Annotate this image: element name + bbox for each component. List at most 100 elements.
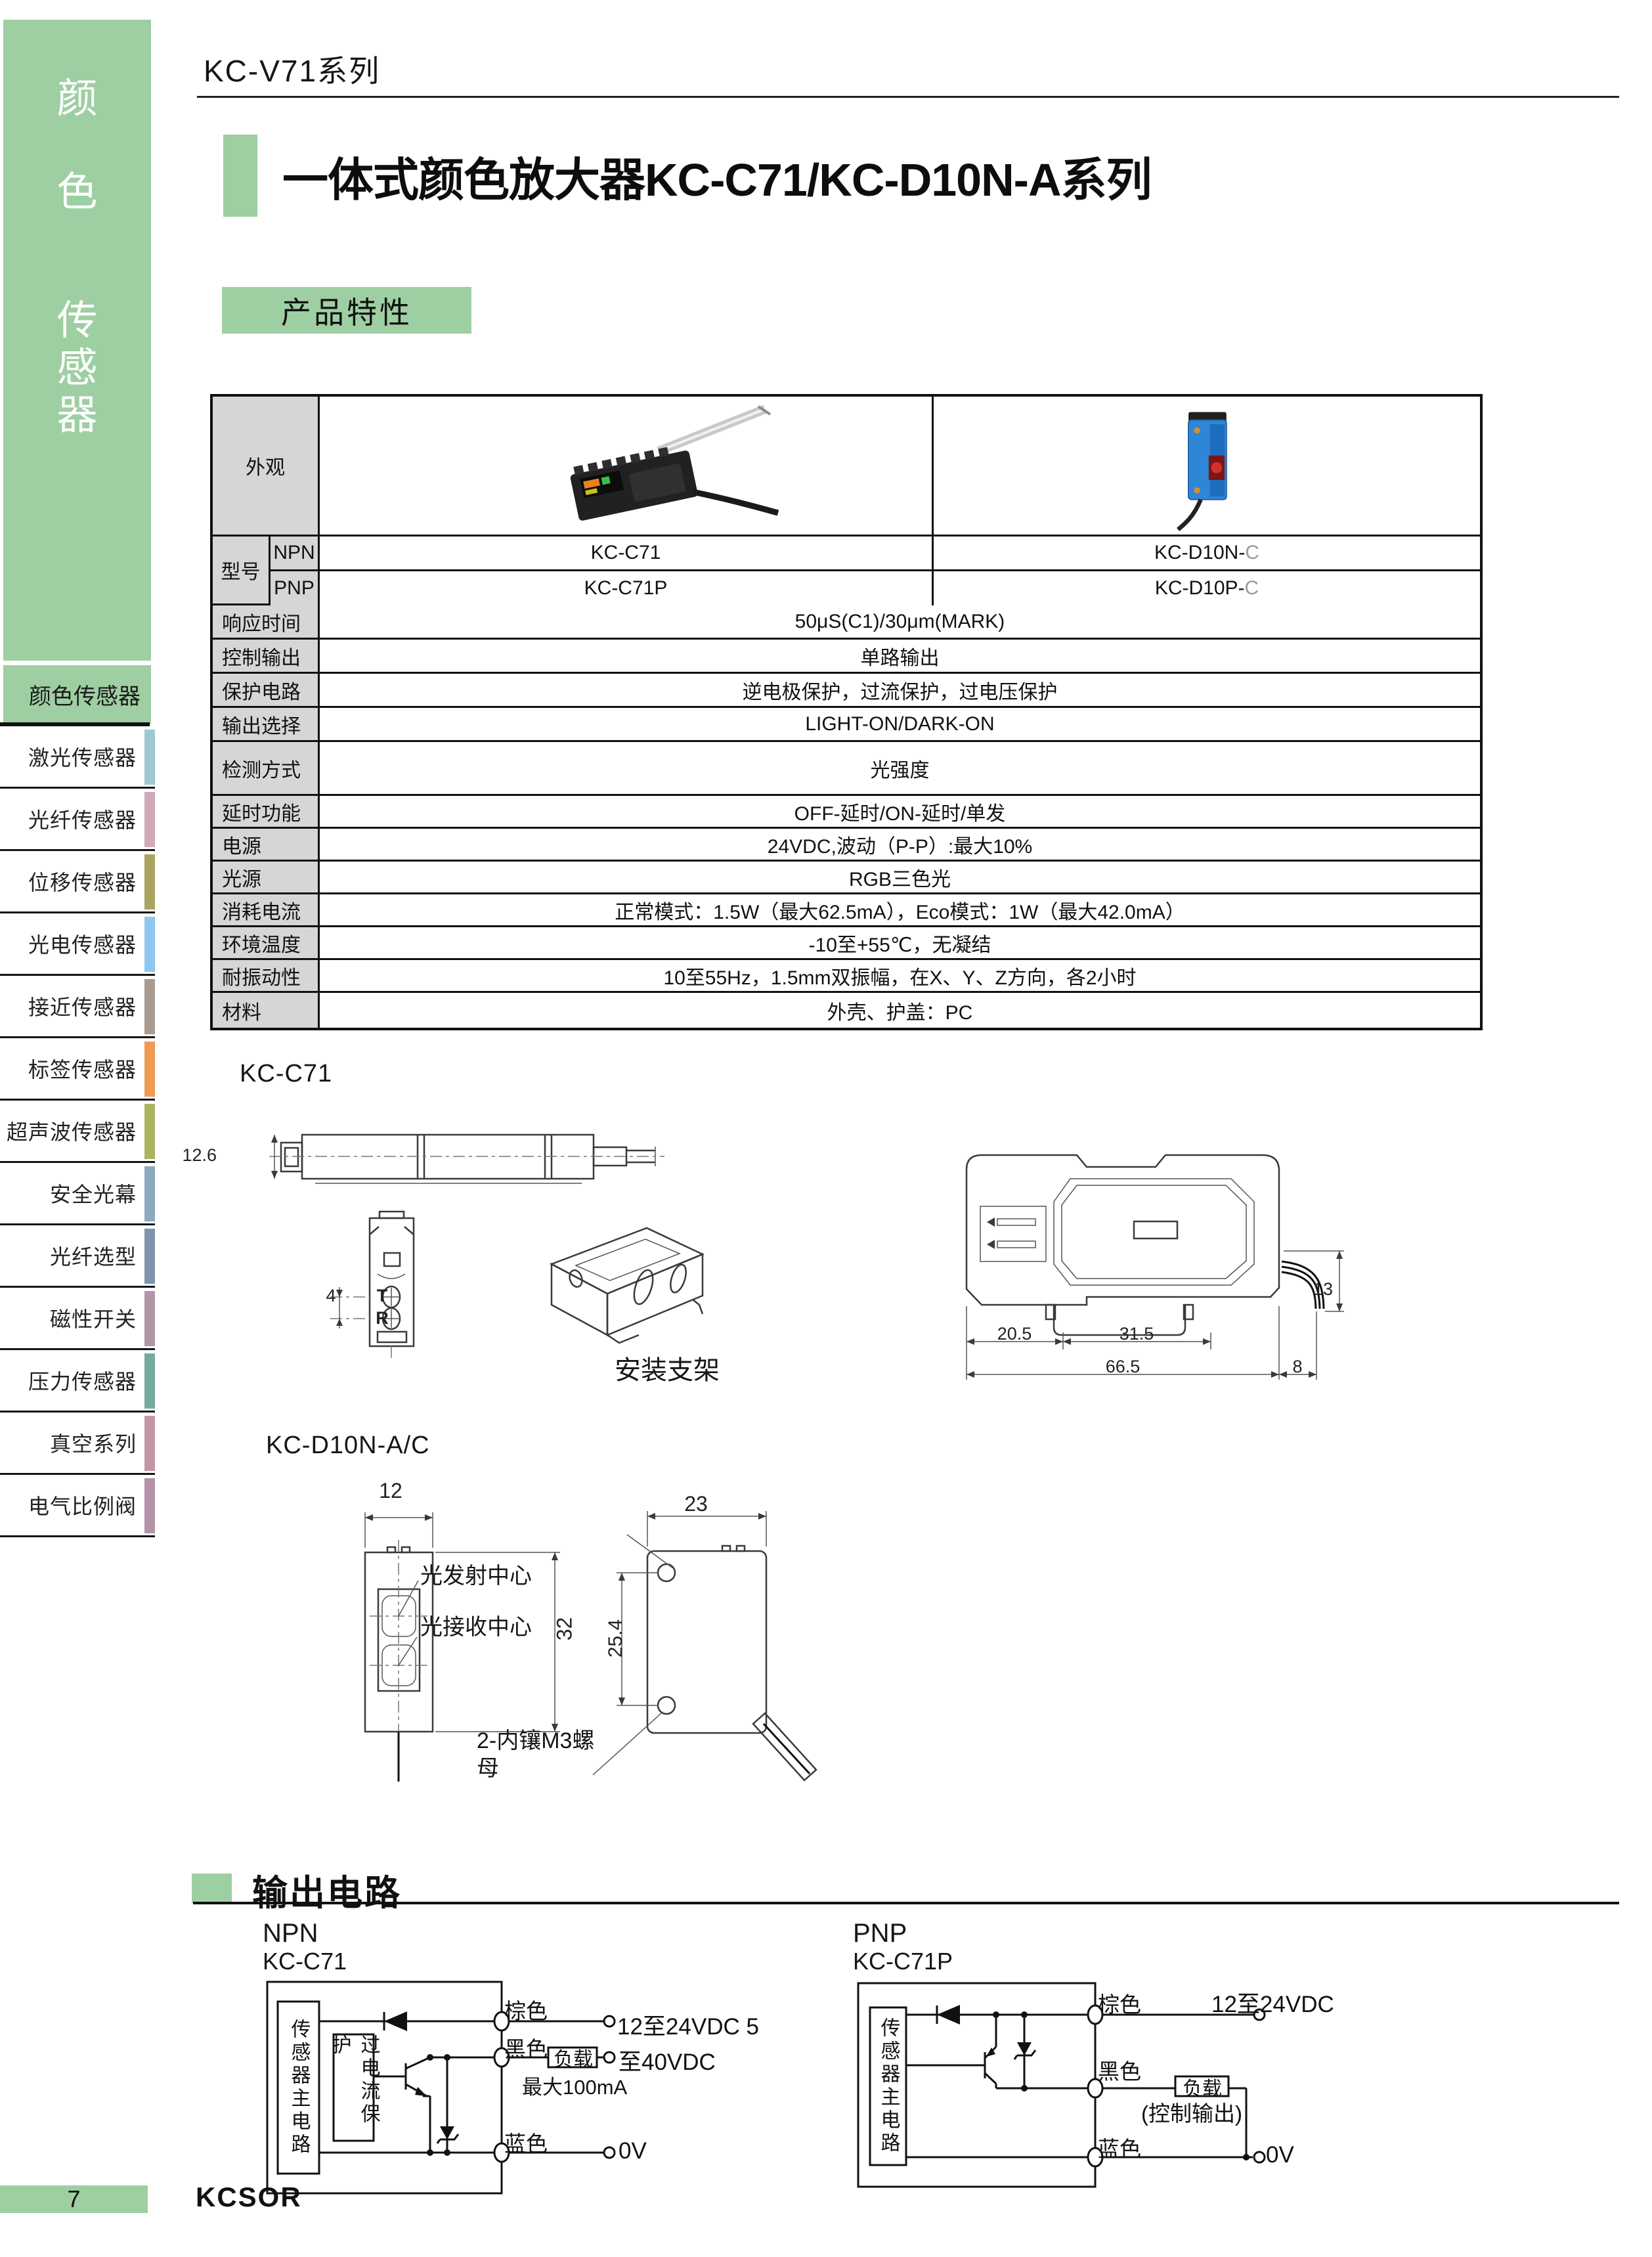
sidebar-item-color-tab	[144, 730, 155, 785]
spec-value: 50μS(C1)/30μm(MARK)	[320, 605, 1480, 640]
spec-label: 延时功能	[213, 796, 320, 829]
product-photo-kc-d10-cell	[934, 397, 1480, 537]
sidebar-item[interactable]: 磁性开关	[0, 1288, 155, 1350]
npn-load-supply-label: 至40VDC	[619, 2049, 716, 2075]
npn-max-current-label: 最大100mA	[522, 2076, 628, 2099]
spec-label: 光源	[213, 862, 320, 894]
spec-value: 24VDC,波动（P-P）:最大10%	[320, 829, 1480, 862]
spec-value: 外壳、护盖：PC	[320, 993, 1480, 1028]
sidebar-item-color-tab	[144, 979, 155, 1034]
npn-brown-wire-label: 棕色	[504, 1999, 548, 2023]
sidebar-item[interactable]: 标签传感器	[0, 1038, 155, 1101]
section-product-features: 产品特性	[222, 287, 471, 334]
dim-31-5: 31.5	[1119, 1324, 1154, 1344]
table-row: 延时功能 OFF-延时/ON-延时/单发	[213, 796, 1480, 829]
spec-value: 光强度	[320, 742, 1480, 796]
model-suffix: C	[1245, 542, 1260, 563]
sidebar-item[interactable]: 光电传感器	[0, 913, 155, 976]
spec-value: 逆电极保护，过流保护，过电压保护	[320, 674, 1480, 708]
pnp-load-label: 负载	[1183, 2078, 1222, 2100]
dim-66-5: 66.5	[1105, 1357, 1141, 1376]
sidebar-item-color-tab	[144, 854, 155, 909]
pnp-black-wire-label: 黑色	[1098, 2059, 1141, 2084]
sidebar-vertical-char: 颜	[56, 76, 98, 121]
sidebar-vertical-char: 感	[56, 345, 98, 391]
table-row: 消耗电流 正常模式：1.5W（最大62.5mA），Eco模式：1W（最大42.0…	[213, 894, 1480, 927]
drawing-title-kc-c71: KC-C71	[240, 1060, 333, 1087]
model-kc-c71p: KC-C71P	[320, 571, 934, 605]
pnp-label: PNP	[271, 571, 320, 605]
sidebar-item-color-tab	[144, 1291, 155, 1346]
kc-c71-product-image	[570, 405, 779, 521]
nut-note: 2-内镶M3螺母	[477, 1728, 595, 1781]
sidebar-item-color-tab	[144, 1478, 155, 1533]
spec-label: 耐振动性	[213, 960, 320, 993]
table-row: 耐振动性 10至55Hz，1.5mm双振幅，在X、Y、Z方向，各2小时	[213, 960, 1480, 993]
sidebar-nav: 激光传感器 光纤传感器 位移传感器 光电传感器 接近传感器 标签传感器 超声波传…	[0, 726, 155, 1537]
npn-ocp-box-label: 过电流保护	[328, 2034, 380, 2126]
table-row: 响应时间 50μS(C1)/30μm(MARK)	[213, 605, 1480, 640]
drawing-title-kc-d10n: KC-D10N-A/C	[266, 1432, 430, 1459]
dim-8: 8	[1292, 1357, 1303, 1376]
dim-25-4: 25.4	[605, 1619, 626, 1658]
table-row: 输出选择 LIGHT-ON/DARK-ON	[213, 708, 1480, 742]
dim-4: 4	[326, 1286, 336, 1305]
pnp-brown-wire-label: 棕色	[1098, 1992, 1141, 2017]
model-kc-d10n: KC-D10N-C	[934, 537, 1480, 571]
table-row: 材料 外壳、护盖：PC	[213, 993, 1480, 1028]
sidebar-item[interactable]: 电气比例阀	[0, 1475, 155, 1537]
sidebar-item-color-tab	[144, 1166, 155, 1221]
npn-supply-label: 12至24VDC 5	[617, 2014, 759, 2040]
sidebar-item-color-tab	[144, 1229, 155, 1284]
pnp-model-label: KC-C71P	[853, 1948, 953, 1975]
kc-c71-front-view-drawing	[330, 1210, 415, 1361]
bracket-label: 安装支架	[615, 1356, 720, 1385]
pnp-gnd-label: 0V	[1266, 2142, 1294, 2168]
sidebar-item[interactable]: 位移传感器	[0, 851, 155, 913]
sidebar-item-label: 标签传感器	[28, 1058, 137, 1082]
sidebar-item[interactable]: 真空系列	[0, 1413, 155, 1475]
sidebar-item[interactable]: 安全光幕	[0, 1163, 155, 1225]
series-heading: KC-V71系列	[204, 54, 381, 88]
dim-12-6: 12.6	[182, 1145, 217, 1165]
sidebar-item-label: 光纤选型	[49, 1245, 137, 1269]
spec-label: 电源	[213, 829, 320, 862]
sidebar-item-label: 光电传感器	[28, 933, 137, 957]
label-r: R	[376, 1308, 389, 1328]
dim-12: 12	[379, 1479, 402, 1502]
page-number: 7	[0, 2185, 148, 2213]
npn-label: NPN	[271, 537, 320, 571]
spec-label: 控制输出	[213, 640, 320, 674]
kc-d10-side-view-drawing	[592, 1511, 817, 1782]
table-row: 电源 24VDC,波动（P-P）:最大10%	[213, 829, 1480, 862]
sidebar-item-color-tab	[144, 917, 155, 972]
receive-center-label: 光接收中心	[420, 1615, 532, 1640]
sidebar-item-color-tab	[144, 1104, 155, 1159]
appearance-label: 外观	[213, 397, 320, 537]
sidebar-divider	[0, 722, 150, 726]
pnp-supply-label: 12至24VDC	[1211, 1992, 1334, 2017]
sidebar-item-label: 磁性开关	[49, 1307, 137, 1331]
sidebar-item[interactable]: 光纤选型	[0, 1225, 155, 1288]
sidebar-item[interactable]: 压力传感器	[0, 1350, 155, 1413]
model-base: KC-D10P-	[1154, 577, 1245, 599]
dim-32: 32	[552, 1617, 576, 1641]
spec-label: 消耗电流	[213, 894, 320, 927]
sidebar-item-color-tab	[144, 792, 155, 847]
table-row: 外观	[213, 397, 1480, 537]
sidebar-item-label: 光纤传感器	[28, 808, 137, 832]
sidebar-item-color-sensor-active[interactable]: 颜色传感器	[3, 665, 151, 724]
sidebar-item[interactable]: 光纤传感器	[0, 789, 155, 851]
npn-gnd-label: 0V	[619, 2138, 647, 2164]
model-base: KC-D10N-	[1154, 542, 1246, 563]
sidebar-item-label: 位移传感器	[28, 871, 137, 894]
section-output-circuit: 输出电路	[252, 1874, 402, 1913]
sidebar-item-label: 超声波传感器	[6, 1120, 137, 1144]
spec-label: 检测方式	[213, 742, 320, 796]
sidebar-item[interactable]: 超声波传感器	[0, 1101, 155, 1163]
sidebar-item[interactable]: 接近传感器	[0, 976, 155, 1038]
spec-value: RGB三色光	[320, 862, 1480, 894]
page-title: 一体式颜色放大器KC-C71/KC-D10N-A系列	[282, 154, 1152, 206]
sidebar-item[interactable]: 激光传感器	[0, 726, 155, 789]
